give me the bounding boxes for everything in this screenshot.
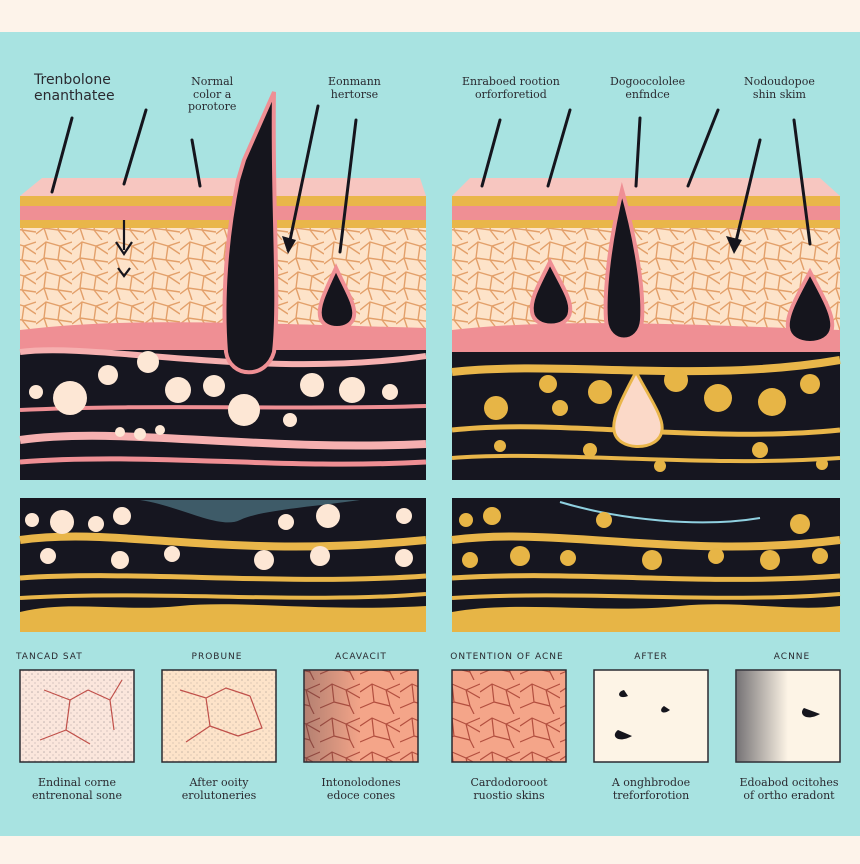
label-line: Enraboed rootion (462, 75, 560, 88)
bottom-panels (19, 669, 841, 763)
panel-caption: Cardodorooot ruostio skins (444, 776, 574, 802)
label-dogoocololee: Dogoocololee enfndce (610, 75, 686, 101)
caption-line: Intonolodones (321, 776, 401, 789)
label-line: color a (193, 87, 232, 101)
label-enraboed: Enraboed rootion orforforetiod (462, 75, 560, 101)
label-line: orforforetiod (474, 87, 547, 101)
caption-line: Edoabod ocitohes (739, 776, 839, 789)
panel-caption: After ooity erolutoneries (154, 776, 284, 802)
hair-follicle-icon (603, 182, 645, 342)
label-line: Eonmann (328, 75, 381, 88)
caption-line: A onghbrodoe (611, 776, 691, 789)
pore-drop-icon (529, 257, 573, 328)
panel-header: ACNNE (773, 652, 811, 662)
fat-globule-icon (53, 381, 87, 415)
pore-drop-icon (785, 267, 835, 345)
label-nodoudopoe: Nodoudopoe shin skim (744, 75, 815, 101)
caption-line: treforforotion (612, 789, 690, 803)
left-pointer-lines (50, 104, 358, 254)
right-pointer-lines (480, 108, 812, 252)
panel-5-swatch (593, 669, 709, 763)
panel-header: ACAVACIT (335, 652, 387, 662)
caption-line: erolutoneries (181, 789, 257, 803)
caption-line: entrenonal sone (31, 789, 122, 803)
panel-caption: Edoabod ocitohes of ortho eradont (724, 776, 854, 802)
label-eonmann: Eonmann hertorse (328, 75, 381, 101)
fat-globule-icon (484, 396, 508, 420)
label-line: shin skim (752, 87, 806, 101)
panel-header: PROBUNE (191, 652, 243, 662)
caption-line: Cardodorooot (470, 776, 548, 789)
left-fat-strip (19, 498, 427, 632)
panel-header: ONTENTION OF ACNE (450, 652, 564, 662)
panel-caption: Intonolodones edoce cones (296, 776, 426, 802)
label-trenbolone: Trenbolone enanthatee (34, 72, 115, 104)
pointer-arrow-icon (115, 220, 133, 278)
panel-caption: Endinal corne entrenonal sone (12, 776, 142, 802)
caption-line: edoce cones (326, 789, 396, 803)
panel-header: AFTER (634, 652, 668, 662)
pore-drop-icon (317, 263, 357, 330)
label-line: Trenbolone (34, 72, 111, 88)
pimple-icon (612, 368, 664, 448)
label-line: enanthatee (34, 88, 115, 105)
right-skin-section (451, 178, 841, 480)
panel-header: TANCAD SAT (16, 652, 83, 662)
left-skin-section (19, 91, 427, 480)
panel-caption: A onghbrodoe treforforotion (586, 776, 716, 802)
right-fat-strip (451, 498, 841, 632)
label-line: hertorse (330, 87, 379, 101)
caption-line: After ooity (189, 776, 249, 789)
hair-follicle-icon (222, 91, 279, 375)
label-line: Normal (191, 75, 234, 88)
caption-line: ruostio skins (473, 789, 545, 803)
label-normal: Normal color a porotore (188, 75, 237, 114)
caption-line: of ortho eradont (743, 789, 835, 803)
label-line: Dogoocololee (610, 75, 686, 88)
caption-line: Endinal corne (38, 776, 116, 789)
label-line: porotore (188, 100, 237, 114)
label-line: enfndce (625, 87, 670, 101)
label-line: Nodoudopoe (744, 75, 815, 88)
panel-4-swatch (451, 669, 567, 763)
